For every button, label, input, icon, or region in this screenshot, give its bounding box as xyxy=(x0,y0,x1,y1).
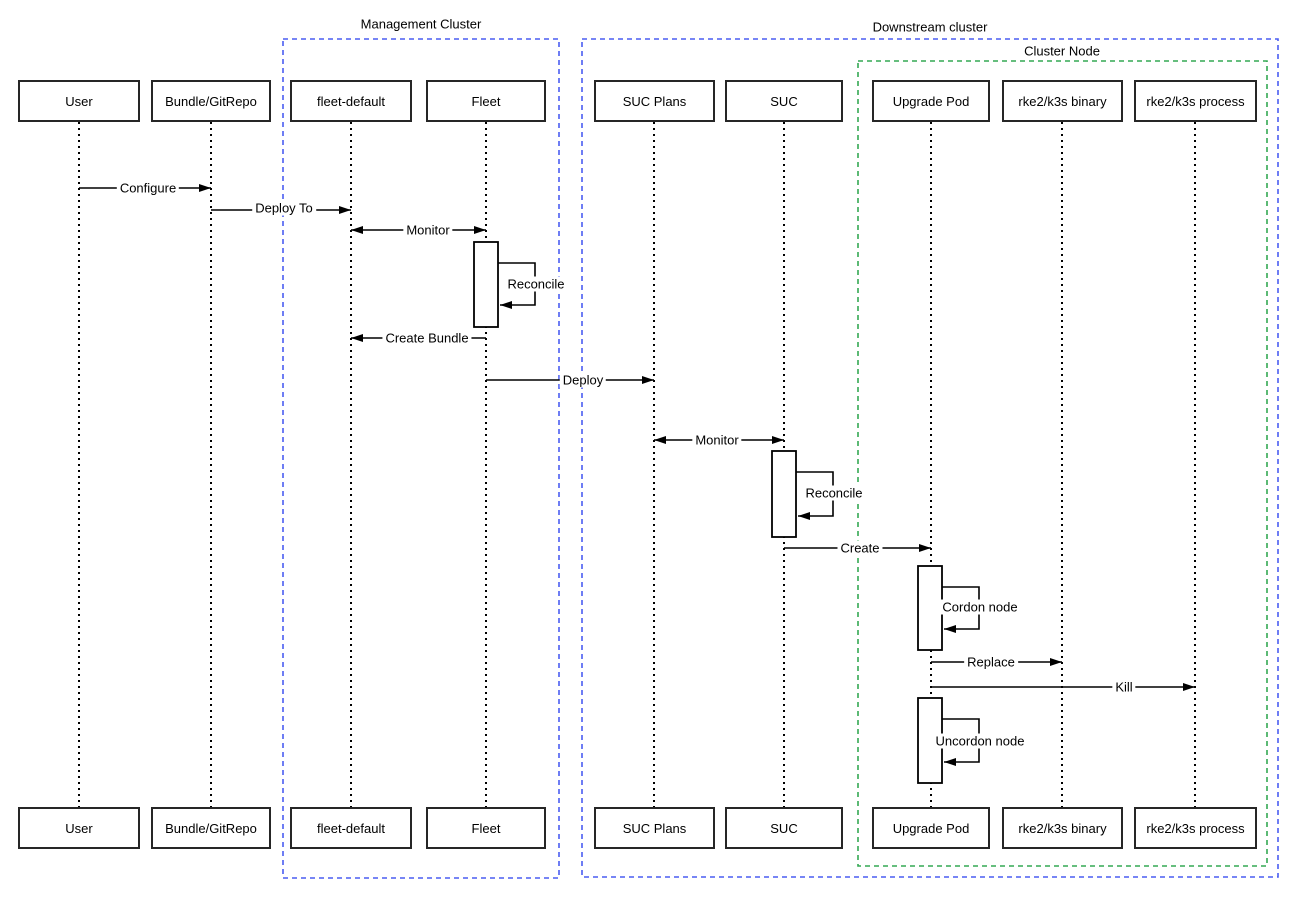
actor-suc-plans-bottom: SUC Plans xyxy=(594,807,715,849)
activation-suc xyxy=(771,450,797,538)
actor-fleet-default-top: fleet-default xyxy=(290,80,412,122)
message-label-create-bundle: Create Bundle xyxy=(382,330,472,346)
message-label-replace: Replace xyxy=(964,654,1018,670)
message-label-reconcile-suc: Reconcile xyxy=(802,485,866,501)
actor-rke2-k3s-process-bottom: rke2/k3s process xyxy=(1134,807,1257,849)
actor-suc-bottom: SUC xyxy=(725,807,843,849)
management-cluster-frame xyxy=(282,38,560,879)
cluster-node-label: Cluster Node xyxy=(1022,43,1102,59)
downstream-cluster-frame xyxy=(581,38,1279,878)
cluster-node-frame xyxy=(857,60,1268,867)
actor-upgrade-pod-top: Upgrade Pod xyxy=(872,80,990,122)
actor-user-top: User xyxy=(18,80,140,122)
activation-fleet xyxy=(473,241,499,328)
message-label-configure: Configure xyxy=(116,180,180,196)
actor-bundle-gitrepo-bottom: Bundle/GitRepo xyxy=(151,807,271,849)
message-label-reconcile-fleet: Reconcile xyxy=(504,276,568,292)
actor-rke2-k3s-binary-top: rke2/k3s binary xyxy=(1002,80,1123,122)
activation-upgrade-pod-1 xyxy=(917,565,943,651)
actor-upgrade-pod-bottom: Upgrade Pod xyxy=(872,807,990,849)
actor-rke2-k3s-process-top: rke2/k3s process xyxy=(1134,80,1257,122)
actor-rke2-k3s-binary-bottom: rke2/k3s binary xyxy=(1002,807,1123,849)
message-label-monitor-fleet: Monitor xyxy=(403,222,453,238)
downstream-cluster-label: Downstream cluster xyxy=(870,19,990,35)
management-cluster-label: Management Cluster xyxy=(358,16,484,32)
message-label-deploy-to: Deploy To xyxy=(252,200,316,216)
actor-fleet-top: Fleet xyxy=(426,80,546,122)
message-label-kill: Kill xyxy=(1112,679,1136,695)
actor-suc-top: SUC xyxy=(725,80,843,122)
message-label-monitor-suc: Monitor xyxy=(692,432,742,448)
actor-suc-plans-top: SUC Plans xyxy=(594,80,715,122)
message-label-cordon-node: Cordon node xyxy=(939,599,1021,615)
message-label-deploy: Deploy xyxy=(559,372,607,388)
message-label-uncordon-node: Uncordon node xyxy=(932,733,1028,749)
message-label-create: Create xyxy=(837,540,883,556)
actor-bundle-gitrepo-top: Bundle/GitRepo xyxy=(151,80,271,122)
actor-fleet-bottom: Fleet xyxy=(426,807,546,849)
actor-fleet-default-bottom: fleet-default xyxy=(290,807,412,849)
actor-user-bottom: User xyxy=(18,807,140,849)
